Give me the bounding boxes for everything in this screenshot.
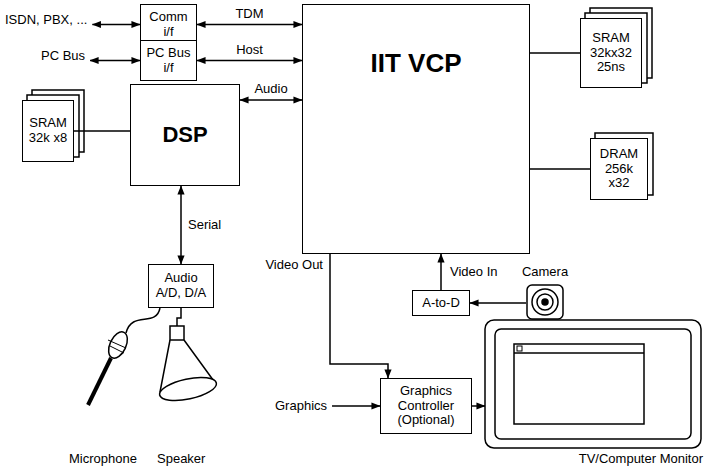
bus-connector [530,168,590,170]
box-text: Comm i/f [145,10,192,40]
bus-connector [197,60,302,62]
box-text: IIT VCP [370,49,461,79]
signal-wire [177,308,181,326]
bus-connector [197,24,302,26]
microphone-illustration [88,329,131,405]
device-label: Speaker [156,452,206,467]
device-label: Microphone [68,452,138,467]
signal-wire [470,302,526,304]
box-text: SRAM 32kx32 25ns [585,31,637,76]
box-text: A-to-D [422,296,460,311]
camera-illustration [527,285,563,319]
device-label: Camera [521,265,569,280]
bus-connector [240,99,302,101]
interface-box: PC Bus i/f [140,40,197,81]
signal-wire [472,405,485,407]
signal-label: Video In [449,265,498,280]
signal-label: Graphics [274,399,328,414]
speaker-illustration [158,326,219,405]
signal-wire [90,60,140,62]
signal-label: Audio [253,82,288,97]
memory-box: DRAM 256k x32 [590,138,648,200]
processor-box: IIT VCP [302,4,530,254]
dsp-box: DSP [130,84,240,186]
signal-label: TDM [234,7,264,22]
network-label: ISDN, PBX, ... [4,13,88,28]
signal-wire [92,24,140,26]
box-text: Graphics Controller (Optional) [385,384,467,429]
bus-connector [180,186,182,264]
signal-label: Host [235,43,264,58]
box-text: DSP [162,122,207,147]
box-text: Audio A/D, D/A [153,271,209,301]
signal-label: Video Out [264,258,324,273]
bus-connector [440,254,442,290]
bus-connector [330,254,388,378]
signal-label: Serial [187,218,222,233]
box-text: SRAM 32k x8 [27,116,69,146]
controller-box: Graphics Controller (Optional) [380,378,472,434]
bus-connector [530,52,580,54]
memory-box: SRAM 32k x8 [22,100,74,162]
box-text: DRAM 256k x32 [595,147,643,192]
bus-label: PC Bus [40,49,86,64]
converter-box: Audio A/D, D/A [148,264,214,308]
monitor-illustration [485,320,701,448]
box-text: PC Bus i/f [145,46,192,76]
interface-box: Comm i/f [140,4,197,45]
device-label: TV/Computer Monitor [578,452,704,467]
signal-wire [332,405,380,407]
memory-box: SRAM 32kx32 25ns [580,18,642,88]
signal-wire [126,308,160,333]
bus-connector [74,130,130,132]
converter-box: A-to-D [412,290,470,316]
